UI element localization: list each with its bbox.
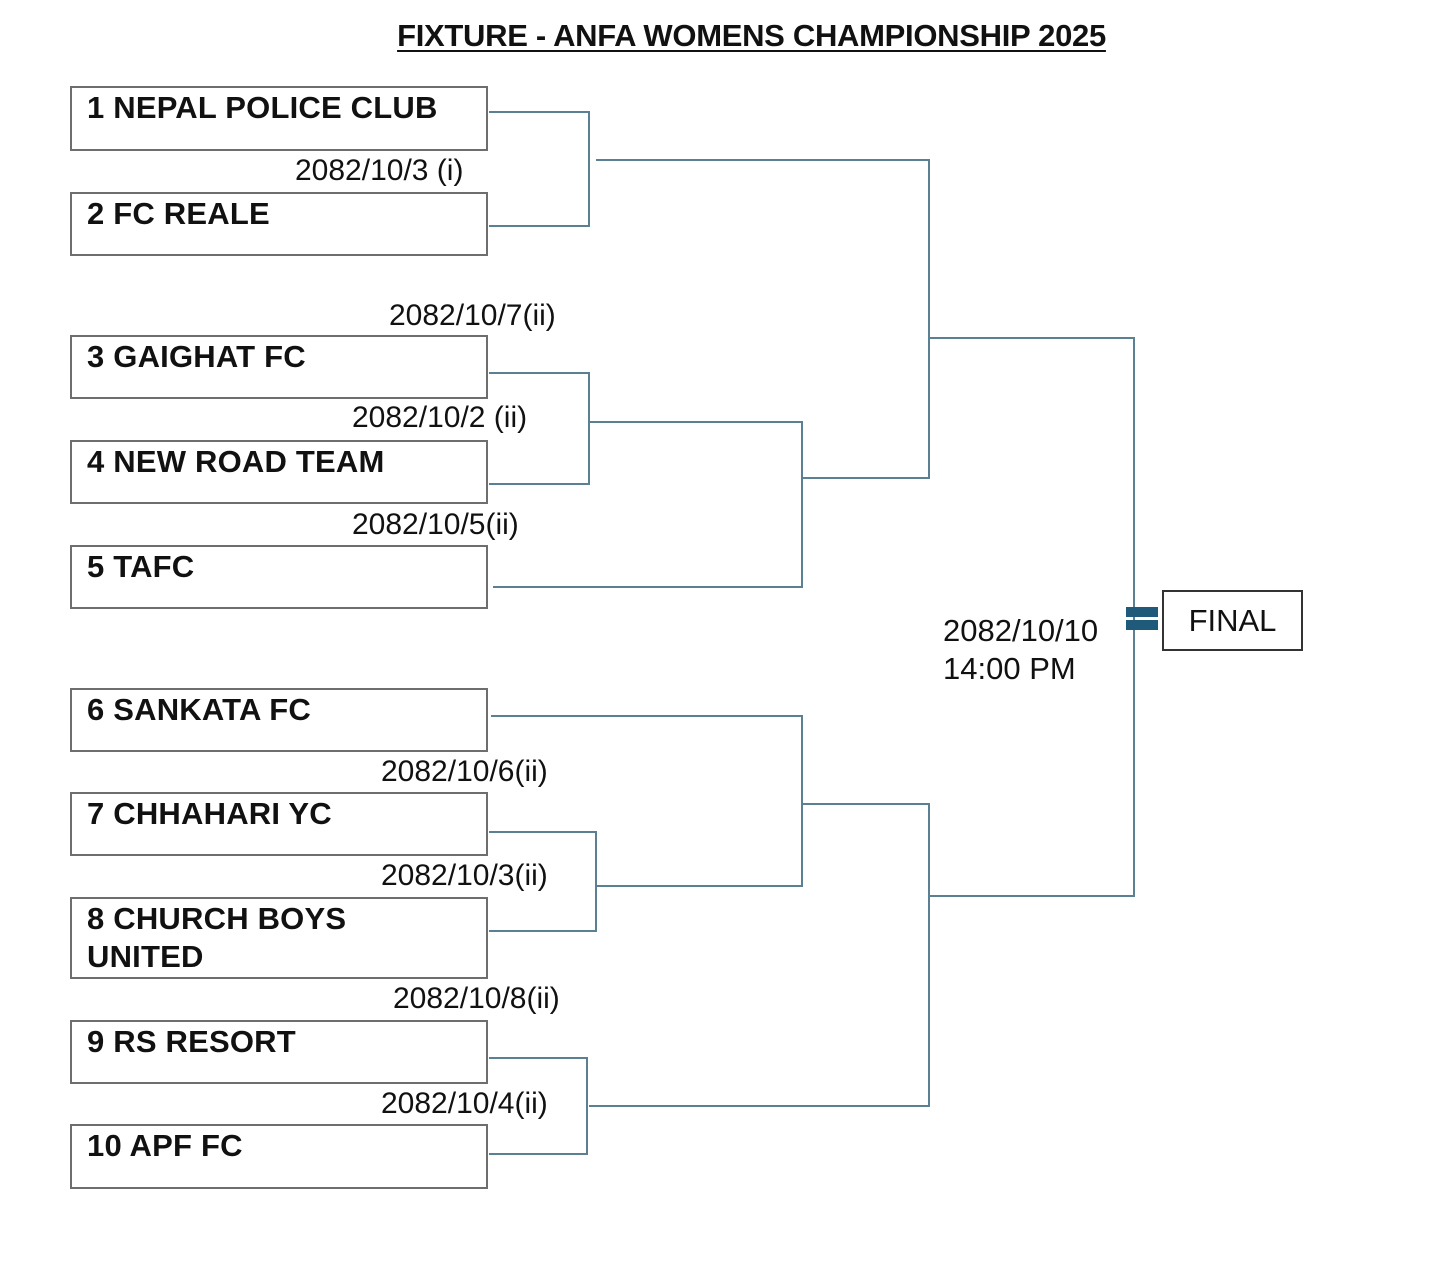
final-marker-icon [1126, 607, 1158, 630]
match-date: 2082/10/3 (i) [295, 154, 464, 187]
team-name: 4 NEW ROAD TEAM [87, 444, 385, 479]
team-box-9: 9 RS RESORT [70, 1020, 488, 1084]
bracket-connector-9-10 [489, 1057, 588, 1155]
final-box: FINAL [1162, 590, 1303, 651]
team-name: 10 APF FC [87, 1128, 243, 1163]
match-date: 2082/10/5(ii) [352, 508, 519, 541]
team-name: 5 TAFC [87, 549, 195, 584]
bracket-connector-7-8 [489, 831, 597, 932]
team-box-6: 6 SANKATA FC [70, 688, 488, 752]
team-box-4: 4 NEW ROAD TEAM [70, 440, 488, 504]
team-box-10: 10 APF FC [70, 1124, 488, 1189]
final-datetime: 2082/10/10 14:00 PM [943, 612, 1098, 688]
match-date: 2082/10/7(ii) [389, 299, 556, 332]
final-date: 2082/10/10 [943, 613, 1099, 648]
bracket-connector-6-78 [491, 715, 803, 887]
team-name: 7 CHHAHARI YC [87, 796, 332, 831]
match-date: 2082/10/2 (ii) [352, 401, 528, 434]
bracket-connector-bottom-semi [589, 803, 930, 1107]
bracket-connector-1-2 [489, 111, 590, 227]
team-name: 6 SANKATA FC [87, 692, 311, 727]
team-box-2: 2 FC REALE [70, 192, 488, 256]
team-name: 3 GAIGHAT FC [87, 339, 306, 374]
bracket-connector-r1-top [596, 159, 930, 479]
team-name: 1 NEPAL POLICE CLUB [87, 90, 438, 125]
team-box-5: 5 TAFC [70, 545, 488, 609]
team-name-line1: 8 CHURCH BOYS [87, 901, 347, 936]
team-name: 9 RS RESORT [87, 1024, 296, 1059]
match-date: 2082/10/6(ii) [381, 755, 548, 788]
team-box-1: 1 NEPAL POLICE CLUB [70, 86, 488, 151]
team-box-7: 7 CHHAHARI YC [70, 792, 488, 856]
team-box-3: 3 GAIGHAT FC [70, 335, 488, 399]
bracket-connector-34-5 [493, 421, 803, 588]
match-date: 2082/10/3(ii) [381, 859, 548, 892]
team-name: 2 FC REALE [87, 196, 270, 231]
team-name-line2: UNITED [87, 939, 204, 974]
page-title: FIXTURE - ANFA WOMENS CHAMPIONSHIP 2025 [397, 18, 1106, 53]
match-date: 2082/10/4(ii) [381, 1087, 548, 1120]
team-box-8: 8 CHURCH BOYS UNITED [70, 897, 488, 979]
match-date: 2082/10/8(ii) [393, 982, 560, 1015]
final-label: FINAL [1188, 603, 1277, 638]
final-time: 14:00 PM [943, 651, 1076, 686]
bracket-connector-3-4 [489, 372, 590, 485]
